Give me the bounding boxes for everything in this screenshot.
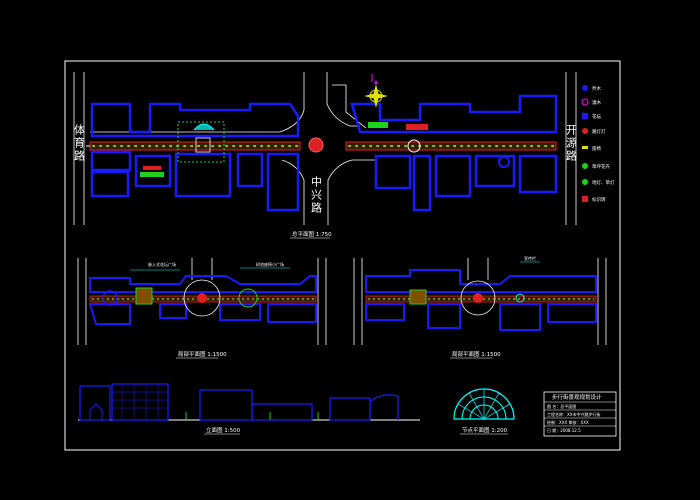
title-block-row: 工程名称：XX市中兴路步行街: [547, 411, 600, 417]
light-icon: [582, 179, 588, 185]
master-plan-caption: 总平面图 1:750: [292, 230, 332, 238]
drawing-frame: [64, 60, 621, 451]
legend: 乔木 灌木 花坛 路灯灯 座椅 草坪花卉 地灯、草灯 标识牌: [581, 85, 615, 203]
lamp-icon: [582, 128, 588, 134]
legend-item: 路灯灯: [582, 128, 606, 135]
road-label-center: 中兴路: [310, 176, 323, 215]
master-plan: [73, 72, 577, 225]
title-block-title: 步行街景观规划设计: [552, 393, 602, 401]
north-arrow-icon: [364, 80, 388, 108]
partial-left-caption: 局部平面图 1:1500: [178, 350, 227, 358]
legend-item: 乔木: [582, 85, 601, 92]
title-block-row: 绘制：XXX 审核：XXX: [547, 419, 589, 425]
shrub-icon: [581, 98, 589, 106]
title-block: 步行街景观规划设计 图 名：总平面图 工程名称：XX市中兴路步行街 绘制：XXX…: [543, 391, 617, 437]
legend-item: 地灯、草灯: [582, 179, 615, 186]
partial-left-annotation-2: 树池座椅小广场: [256, 261, 284, 267]
svg-text:草坪花卉: 草坪花卉: [592, 163, 610, 170]
svg-text:乔木: 乔木: [592, 85, 601, 92]
svg-text:标识牌: 标识牌: [592, 196, 606, 203]
svg-text:地灯、草灯: 地灯、草灯: [592, 179, 615, 186]
legend-item: 草坪花卉: [582, 163, 610, 170]
partial-right-annotation: 宣传栏: [524, 255, 536, 261]
street-elevation: [78, 383, 420, 421]
legend-item: 灌木: [581, 98, 601, 106]
partial-plan-right: [353, 258, 607, 345]
road-label-left: 体育路: [73, 123, 86, 163]
partial-left-annotation-1: 嵌入式花坛广场: [148, 261, 176, 267]
partial-plan-left: [77, 258, 327, 345]
svg-text:座椅: 座椅: [592, 145, 601, 152]
node-detail-plan: [453, 388, 515, 420]
legend-item: 座椅: [582, 145, 601, 152]
title-block-row: 图 名：总平面图: [547, 403, 576, 409]
legend-item: 花坛: [582, 113, 601, 120]
svg-text:路灯灯: 路灯灯: [592, 128, 606, 135]
sign-icon: [582, 196, 588, 202]
road-label-right: 开源路: [565, 124, 578, 163]
svg-text:灌木: 灌木: [592, 99, 601, 106]
bench-icon: [582, 146, 588, 149]
partial-right-caption: 局部平面图 1:1500: [452, 350, 501, 358]
grass-icon: [582, 163, 588, 169]
detail-caption: 节点平面图 1:200: [462, 426, 508, 434]
svg-text:花坛: 花坛: [592, 113, 601, 120]
kiosk-icon: [582, 113, 588, 119]
title-block-row: 日 期：2008.12.5: [547, 427, 581, 433]
legend-item: 标识牌: [582, 196, 606, 203]
tree-icon: [582, 85, 588, 91]
elevation-caption: 立面图 1:500: [206, 426, 241, 434]
